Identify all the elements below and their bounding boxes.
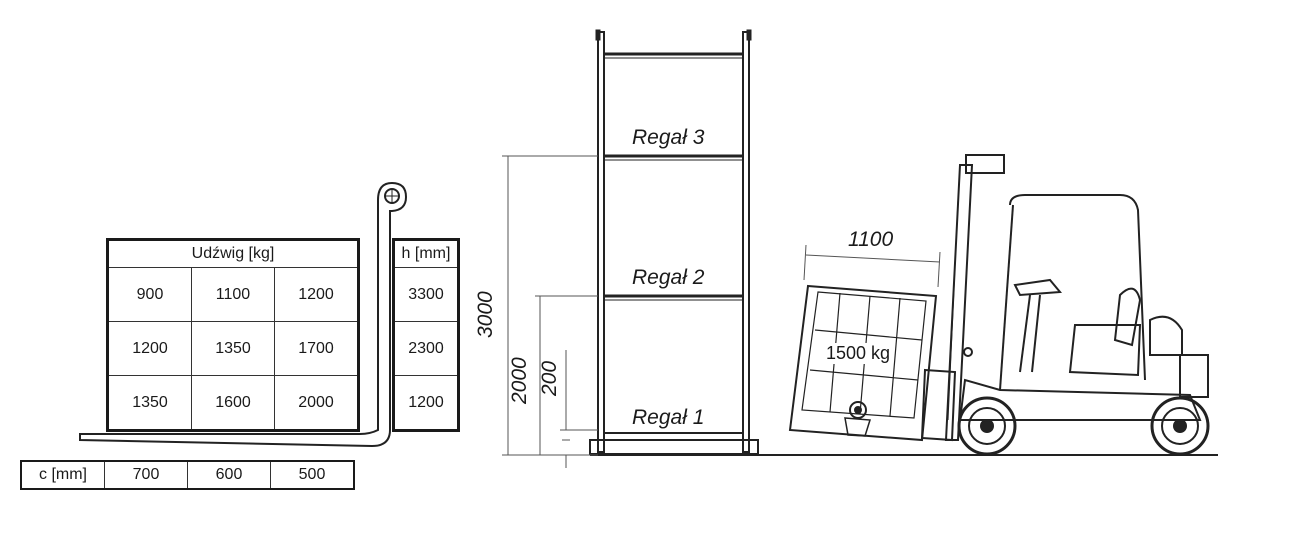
width-dimension [803, 244, 941, 288]
height-cell: 3300 [393, 267, 459, 322]
forklift [920, 154, 1210, 456]
height-table: h [mm] 3300 2300 1200 [392, 238, 460, 432]
load-cell: 1700 [274, 321, 359, 376]
rack-level-2-label: Regał 2 [632, 266, 705, 290]
table-row: 1350 1600 2000 [107, 375, 359, 431]
ibc-container [788, 284, 938, 442]
load-cell: 1100 [191, 267, 275, 322]
total-height-dimension: 3000 [474, 291, 497, 338]
height-cell: 2300 [393, 321, 459, 376]
table-row: c [mm] 700 600 500 [20, 460, 355, 490]
load-table-header: Udźwig [kg] [107, 239, 359, 268]
table-row: 3300 [393, 267, 459, 322]
rack-dimensions [502, 155, 598, 468]
table-row: 900 1100 1200 [107, 267, 359, 322]
c-cell: 500 [270, 460, 355, 490]
load-cell: 1350 [107, 375, 192, 431]
load-cell: 2000 [274, 375, 359, 431]
fork-drawing [79, 181, 408, 448]
level2-height-dimension: 2000 [508, 357, 531, 404]
container-width-dimension: 1100 [848, 228, 894, 251]
load-capacity-table: Udźwig [kg] 900 1100 1200 1200 1350 1700… [106, 238, 360, 432]
c-cell: 700 [104, 460, 188, 490]
height-table-header: h [mm] [393, 239, 459, 268]
rack-frame [589, 29, 759, 455]
table-row: 1200 1350 1700 [107, 321, 359, 376]
load-cell: 1350 [191, 321, 275, 376]
c-cell: 600 [187, 460, 271, 490]
height-cell: 1200 [393, 375, 459, 431]
load-cell: 900 [107, 267, 192, 322]
rack-level-1-label: Regał 1 [632, 406, 705, 430]
load-cell: 1200 [274, 267, 359, 322]
table-row: 2300 [393, 321, 459, 376]
load-cell: 1200 [107, 321, 192, 376]
rack-level-3-label: Regał 3 [632, 126, 705, 150]
load-cell: 1600 [191, 375, 275, 431]
load-center-table: c [mm] 700 600 500 [20, 460, 355, 490]
table-row: 1200 [393, 375, 459, 431]
base-height-dimension: 200 [538, 360, 561, 396]
c-table-header: c [mm] [20, 460, 105, 490]
container-mass-label: 1500 kg [824, 343, 893, 364]
